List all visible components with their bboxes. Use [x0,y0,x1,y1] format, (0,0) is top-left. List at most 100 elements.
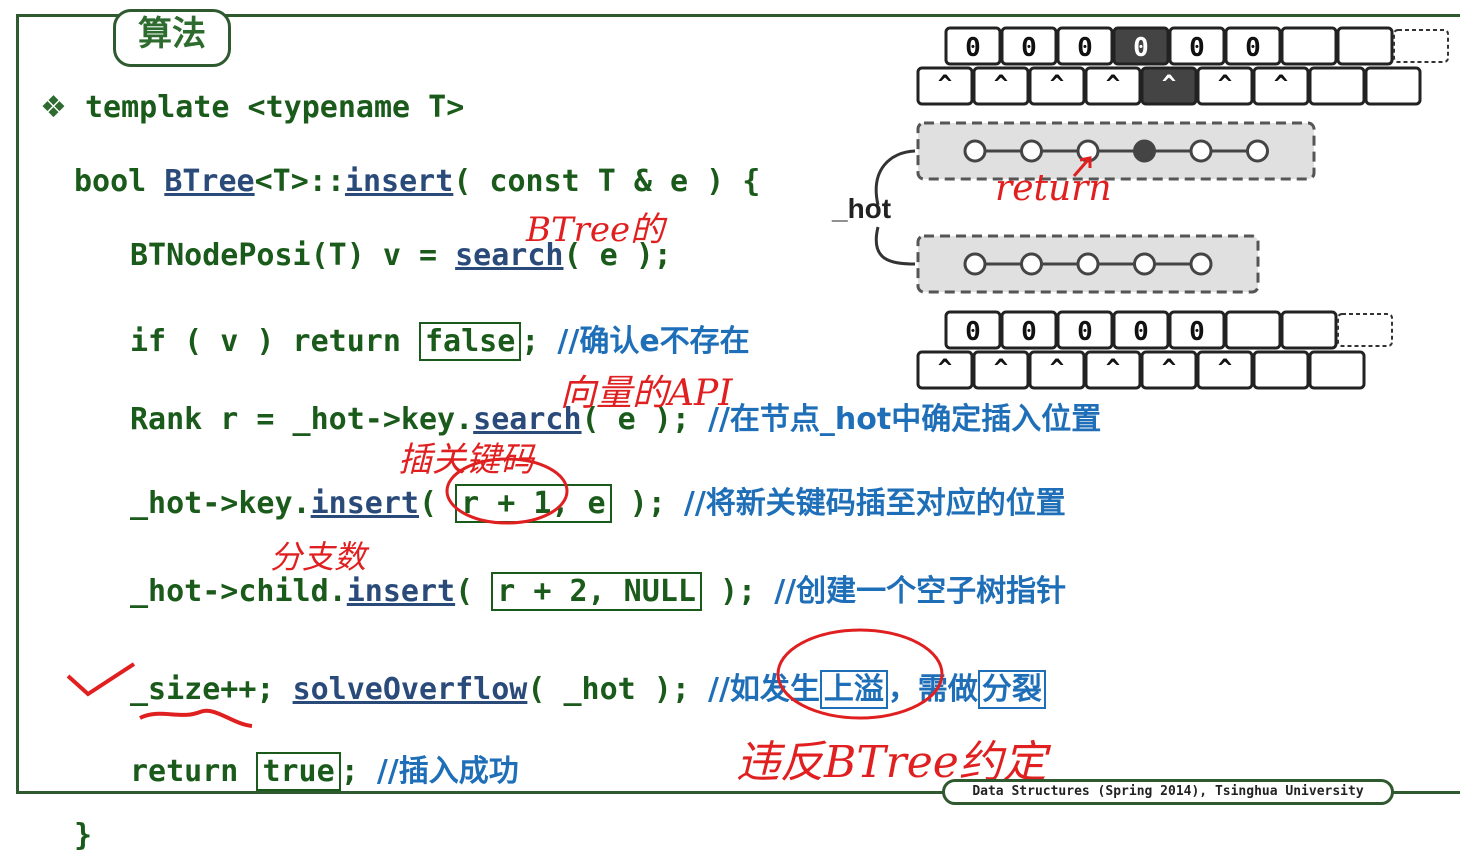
key-text: 0 [1077,33,1093,63]
pointer-cell [1308,66,1366,106]
hot-label: _hot [831,193,891,224]
key-dot [1189,252,1213,276]
code-line-if: if ( v ) return false; //确认e不存在 [130,322,750,361]
comment-check: //确认e不存在 [557,324,750,359]
annotation-keypoint: 插关键码 [398,440,534,480]
pointer-cell [1140,350,1198,390]
key-dot [963,252,987,276]
key-dot [1189,139,1213,163]
spare-cell [1337,313,1393,347]
bullet-icon: ❖ [40,90,67,125]
overflow-box: 上溢 [819,670,888,709]
key-cell [1280,310,1338,350]
code-line-return: return true; //插入成功 [130,752,519,791]
key-cell [1112,26,1170,66]
btree-link[interactable]: BTree [164,164,255,199]
insert-link[interactable]: insert [344,164,454,199]
key-cell [1168,310,1226,350]
annotation-branch: 分支数 [270,538,367,576]
key-cell [944,310,1002,350]
pointer-text: ^ [1162,354,1176,382]
code-line-overflow: _size++; solveOverflow( _hot ); //如发生上溢，… [130,664,1046,709]
key-cell [1336,26,1394,66]
pointer-cell [972,350,1030,390]
solve-overflow-link[interactable]: solveOverflow [292,672,528,707]
key-dot [1076,252,1100,276]
key-dot [1246,139,1269,163]
comment-success: //插入成功 [376,754,519,789]
pointer-text: ^ [1218,70,1232,98]
pointer-cell [972,66,1030,106]
code-line-signature: bool BTree<T>::insert( const T & e ) { [74,164,761,199]
annotation-return: return [995,168,1112,209]
hot-arrow-bottom [874,226,916,266]
pointer-text: ^ [1050,354,1064,382]
comment-locate: //在节点_hot中确定插入位置 [707,402,1102,437]
key-dot [1076,139,1100,163]
pointer-cell [916,350,974,390]
pointer-cell [1252,66,1310,106]
pointer-cell [1308,350,1366,390]
pointer-cell [1364,66,1422,106]
slide-frame: 算法 [16,9,1460,794]
pointer-cell [1252,350,1310,390]
code-line-template: ❖ template <typename T> [40,90,465,125]
pointer-text: ^ [1218,354,1232,382]
hot-arrow-top [874,149,916,206]
key-dot [1020,252,1043,276]
pointer-text: ^ [1274,70,1288,98]
pointer-cell [1196,350,1254,390]
key-cell [944,26,1002,66]
key-cell [1168,26,1226,66]
pointer-text: ^ [1050,70,1064,98]
code-line-search: BTNodePosi(T) v = search( e ); [130,238,672,273]
key-cell [1224,310,1282,350]
key-text: 0 [1189,33,1205,63]
key-text: 0 [1245,33,1261,63]
false-box: false [418,322,522,361]
pointer-cell [916,66,974,106]
key-dot [1133,139,1156,163]
pointer-text: ^ [994,354,1008,382]
comment-child: //创建一个空子树指针 [774,574,1067,609]
annotation-btree: BTree的 [526,210,665,250]
key-search-link[interactable]: search [473,402,582,437]
pointer-cell [1028,66,1086,106]
pointer-cell [1140,66,1198,106]
annotation-vector-api: 向量的API [560,373,733,414]
pointer-cell [1028,350,1086,390]
search-link[interactable]: search [455,238,564,273]
key-text: 0 [1021,317,1037,347]
pointer-text: ^ [1106,70,1120,98]
spare-cell [1393,29,1449,63]
key-cell [1056,310,1114,350]
key-dot [1020,139,1043,163]
child-insert-link[interactable]: insert [346,574,456,609]
pointer-text: ^ [938,70,952,98]
key-cell [1000,26,1058,66]
key-args-box: r + 1, e [455,484,612,523]
pointer-text: ^ [1162,70,1176,98]
child-args-box: r + 2, NULL [491,572,702,611]
code-line-child-insert: _hot->child.insert( r + 2, NULL ); //创建一… [130,572,1067,611]
key-text: 0 [1133,33,1149,63]
key-cell [1056,26,1114,66]
pointer-cell [1084,350,1142,390]
key-dot [1133,252,1156,276]
pointer-text: ^ [938,354,952,382]
key-cell [1280,26,1338,66]
footer-credit: Data Structures (Spring 2014), Tsinghua … [942,779,1394,805]
key-insert-link[interactable]: insert [310,486,419,521]
split-box: 分裂 [977,670,1046,709]
key-text: 0 [1077,317,1093,347]
pointer-cell [1084,66,1142,106]
code-line-key-insert: _hot->key.insert( r + 1, e ); //将新关键码插至对… [130,484,1066,523]
code-line-rank: Rank r = _hot->key.search( e ); //在节点_ho… [130,402,1102,437]
key-text: 0 [1133,317,1149,347]
code-line-close: } [74,818,93,853]
key-text: 0 [1021,33,1037,63]
comment-insert-key: //将新关键码插至对应的位置 [683,486,1066,521]
